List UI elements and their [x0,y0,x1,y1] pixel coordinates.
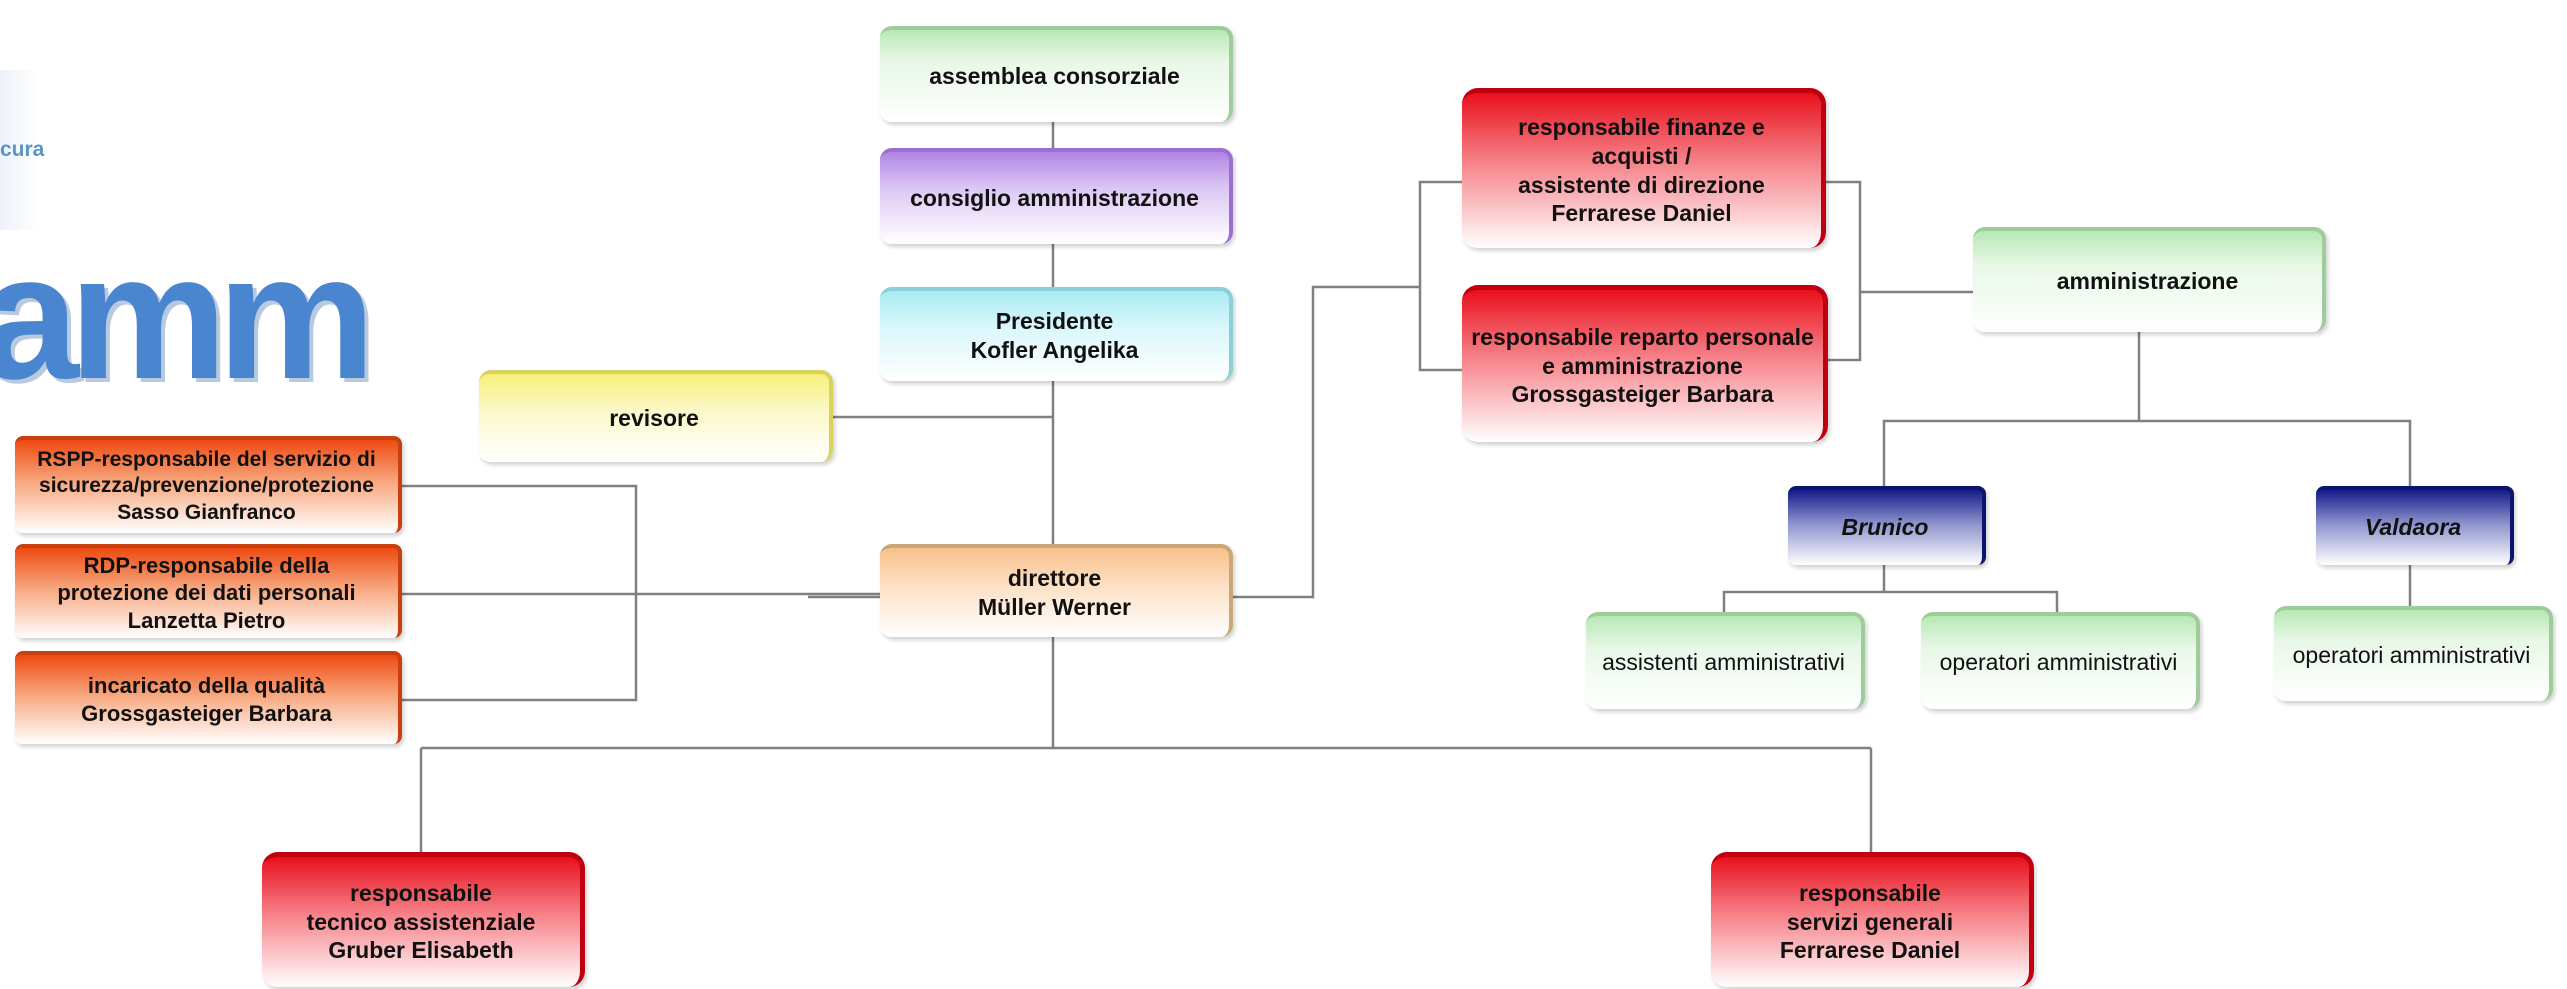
node-responsabile-servizi-generali: responsabile servizi generali Ferrarese … [1711,852,2034,987]
connector-right-bracket-red [1823,180,1862,362]
node-presidente: Presidente Kofler Angelika [880,287,1233,381]
connector-left-bracket-red [1418,180,1462,372]
connector-sites [1882,419,2412,486]
node-assemblea-consorziale: assemblea consorziale [880,26,1233,122]
connector-direttore-right [1233,285,1420,599]
node-operatori-amministrativi-valdaora: operatori amministrativi [2274,606,2553,701]
node-responsabile-finanze: responsabile finanze e acquisti / assist… [1462,88,1826,248]
node-brunico: Brunico [1788,486,1986,565]
node-revisore: revisore [479,370,833,462]
header-fragment-large: amm [0,217,376,416]
node-rspp: RSPP-responsabile del servizio di sicure… [15,436,402,533]
node-direttore: direttore Müller Werner [880,544,1233,637]
node-incaricato-qualita: incaricato della qualità Grossgasteiger … [15,651,402,744]
node-responsabile-tecnico-assistenziale: responsabile tecnico assistenziale Grube… [262,852,585,987]
node-rdp: RDP-responsabile della protezione dei da… [15,544,402,638]
node-consiglio-amministrazione: consiglio amministrazione [880,148,1233,244]
connector-brunico-children [1722,590,2059,612]
node-operatori-amministrativi-brunico: operatori amministrativi [1921,612,2200,709]
node-valdaora: Valdaora [2316,486,2514,565]
header-fragment-small: cura [0,138,45,161]
node-assistenti-amministrativi: assistenti amministrativi [1586,612,1865,709]
node-responsabile-personale: responsabile reparto personale e amminis… [1462,285,1828,442]
logo-background [0,70,40,230]
node-amministrazione: amministrazione [1973,227,2326,332]
